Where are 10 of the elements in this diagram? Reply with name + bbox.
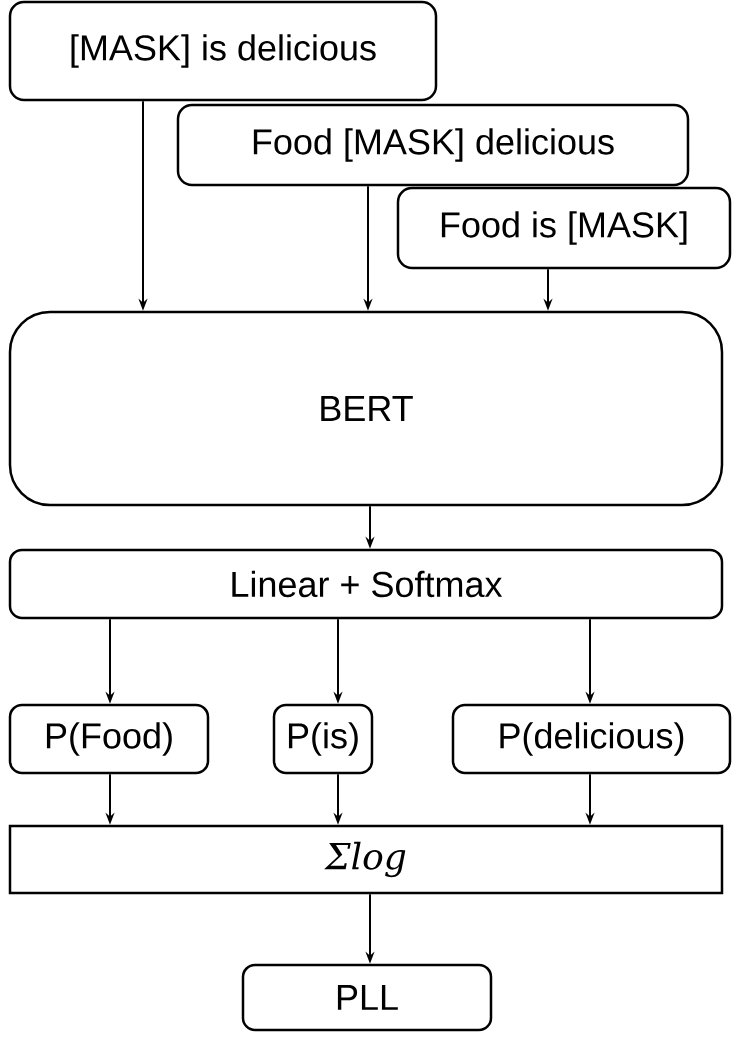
model-box: BERT: [8, 310, 724, 507]
input-box: Food is [MASK]: [396, 186, 732, 270]
probability-box: P(Food): [8, 703, 210, 775]
output-box: PLL: [241, 963, 493, 1032]
probability-box: P(delicious): [451, 703, 732, 775]
input-box: Food [MASK] delicious: [176, 103, 690, 187]
sum-box: Σlog: [8, 824, 724, 895]
layer-box: Linear + Softmax: [8, 548, 724, 620]
input-box: [MASK] is delicious: [8, 0, 438, 102]
probability-box: P(is): [272, 703, 374, 775]
